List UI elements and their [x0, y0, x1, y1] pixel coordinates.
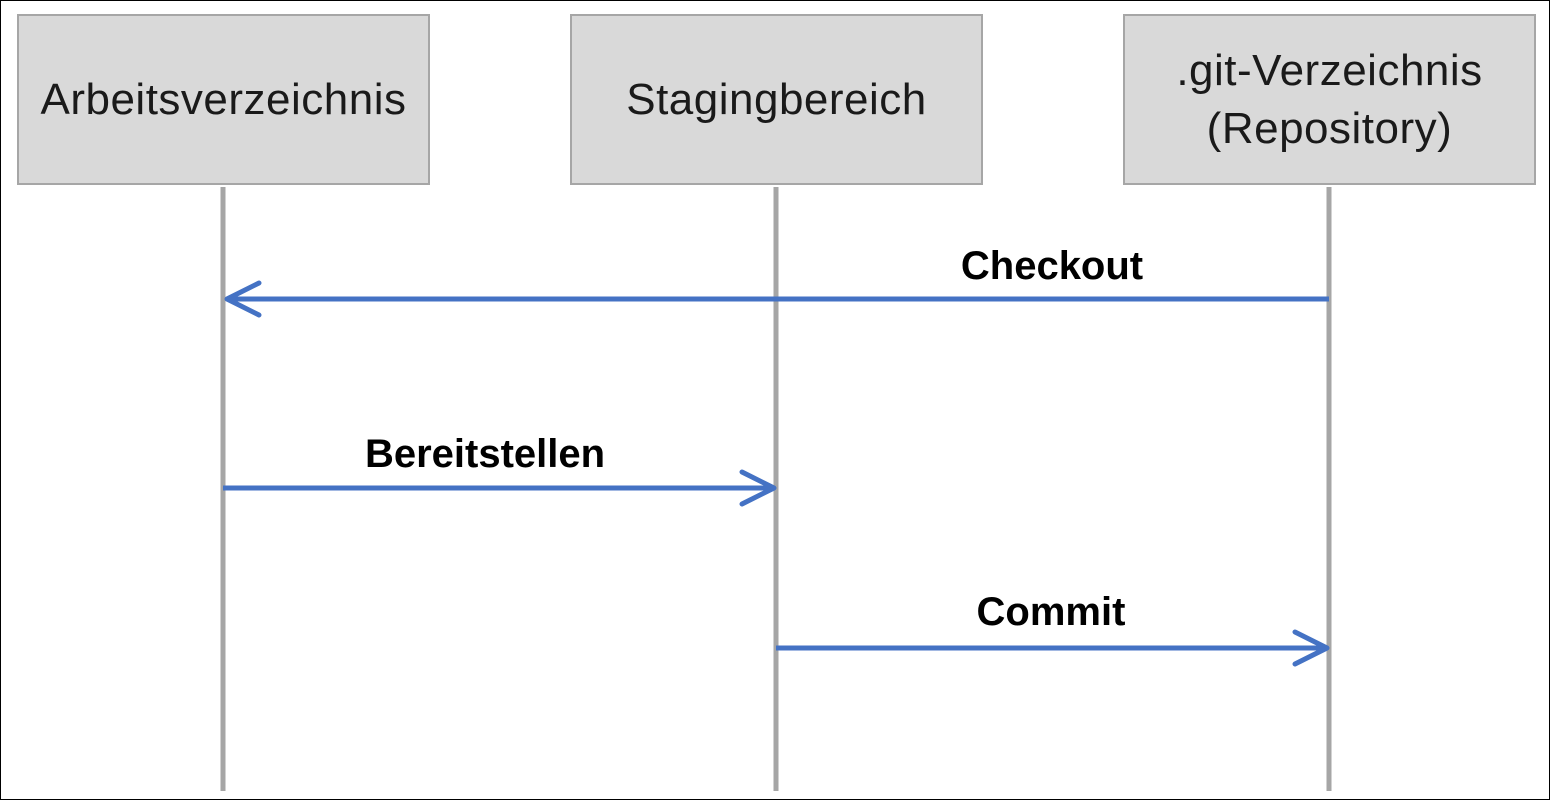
- git-directory-sublabel: (Repository): [1206, 103, 1453, 153]
- participant-staging-area: Stagingbereich: [570, 14, 983, 185]
- commit-label: Commit: [977, 590, 1126, 634]
- checkout-label: Checkout: [961, 244, 1143, 288]
- stage-arrow: [223, 469, 777, 507]
- participant-git-directory: .git-Verzeichnis (Repository): [1123, 14, 1536, 185]
- working-directory-label: Arbeitsverzeichnis: [40, 74, 407, 124]
- staging-area-label: Stagingbereich: [626, 74, 927, 124]
- participant-working-directory: Arbeitsverzeichnis: [17, 14, 430, 185]
- checkout-arrow: [224, 280, 1329, 318]
- git-directory-label: .git-Verzeichnis: [1176, 46, 1483, 96]
- stage-label: Bereitstellen: [365, 432, 605, 476]
- commit-arrow: [776, 629, 1330, 667]
